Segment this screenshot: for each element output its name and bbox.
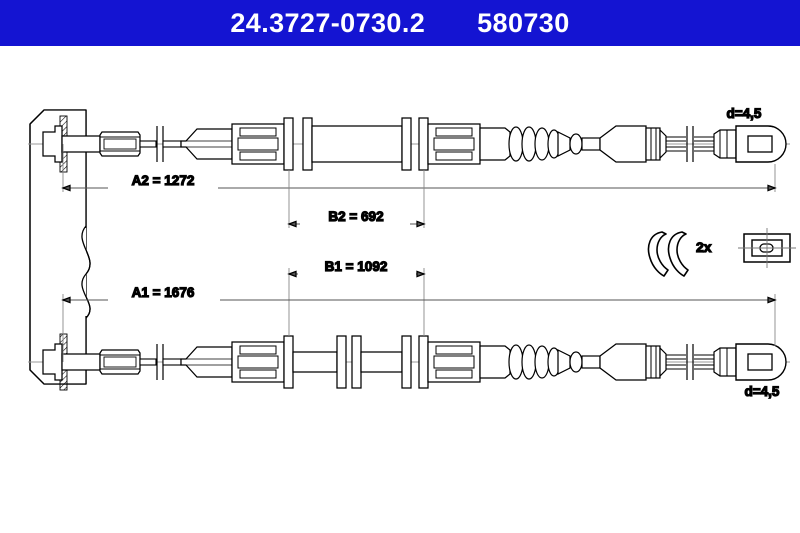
cable-drawing-svg: d=4,5 A2 = 1272 (28, 105, 796, 400)
dimension-b1: B1 = 1092 (288, 258, 425, 336)
dimension-a2-label: A2 = 1272 (132, 173, 195, 188)
diameter-label-upper: d=4,5 (727, 106, 762, 121)
dimension-a2: A2 = 1272 (62, 144, 776, 197)
dimension-b2-label: B2 = 692 (328, 209, 383, 224)
diameter-label-lower: d=4,5 (745, 384, 780, 399)
e-clip-retaining-ring (647, 231, 689, 277)
cable-run-lower (666, 344, 714, 380)
cable-end-eye-upper (735, 125, 787, 163)
title-bar: 24.3727-0730.2 580730 (0, 0, 800, 46)
dimension-a1-label: A1 = 1676 (132, 285, 195, 300)
clip-quantity-label: 2x (696, 239, 712, 255)
dimension-b2: B2 = 692 (288, 170, 425, 233)
cable-assembly-lower: d=4,5 B1 = 1092 (28, 258, 790, 400)
cable-assembly-upper: d=4,5 A2 = 1272 (28, 105, 790, 233)
reference-number-label: 580730 (477, 7, 570, 38)
part-number-label: 24.3727-0730.2 (230, 7, 426, 38)
cable-run-upper (666, 126, 714, 162)
technical-drawing-area: d=4,5 A2 = 1272 (0, 46, 800, 533)
cable-end-eye-lower (735, 343, 787, 381)
dimension-a1: A1 = 1676 (62, 284, 776, 362)
accessory-parts: 2x (647, 228, 796, 277)
bellows-boot-lower (508, 344, 561, 380)
dimension-b1-label: B1 = 1092 (325, 259, 388, 274)
mounting-bracket-detail (738, 228, 796, 268)
bellows-boot-upper (508, 126, 561, 162)
